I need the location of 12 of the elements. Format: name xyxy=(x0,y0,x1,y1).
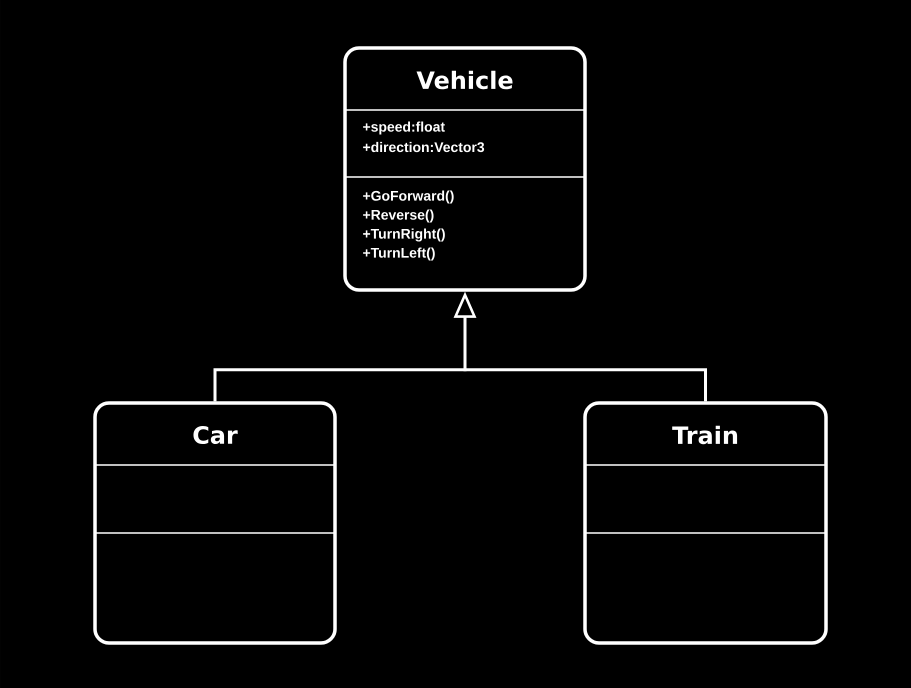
class-box xyxy=(583,401,828,645)
member-text: +TurnLeft() xyxy=(363,247,435,260)
class-box xyxy=(93,401,337,645)
class-name: Vehicle xyxy=(416,70,512,90)
member-text: +Reverse() xyxy=(363,209,434,222)
member-text: +direction:Vector3 xyxy=(363,142,484,152)
member-text: +TurnRight() xyxy=(363,228,445,242)
class-box xyxy=(343,46,587,292)
member-text: +GoForward() xyxy=(363,190,454,204)
member-text: +speed:float xyxy=(363,121,445,134)
class-name: Train xyxy=(672,426,738,444)
class-name: Car xyxy=(193,426,238,444)
